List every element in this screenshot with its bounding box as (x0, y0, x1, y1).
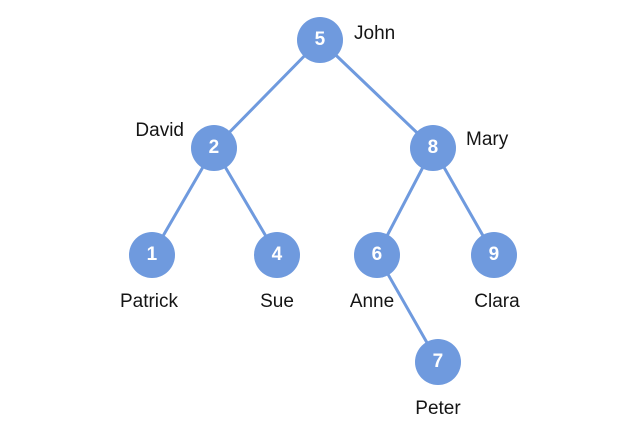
tree-node-1[interactable]: 1 (129, 232, 175, 278)
tree-node-label-anne: Anne (349, 291, 395, 312)
tree-node-label-john: John (354, 23, 396, 44)
tree-edge (318, 38, 435, 150)
tree-node-9[interactable]: 9 (471, 232, 517, 278)
tree-node-2[interactable]: 2 (191, 125, 237, 171)
tree-node-4[interactable]: 4 (254, 232, 300, 278)
tree-node-label-clara: Clara (474, 291, 520, 312)
tree-node-label-david: David (135, 120, 184, 141)
tree-node-label-mary: Mary (466, 129, 509, 150)
tree-node-5[interactable]: 5 (297, 17, 343, 63)
tree-node-label-patrick: Patrick (119, 291, 179, 312)
tree-node-7[interactable]: 7 (415, 339, 461, 385)
tree-node-6[interactable]: 6 (354, 232, 400, 278)
tree-edge (212, 38, 322, 150)
tree-node-label-sue: Sue (260, 291, 294, 312)
tree-node-label-peter: Peter (415, 398, 461, 419)
tree-node-8[interactable]: 8 (410, 125, 456, 171)
